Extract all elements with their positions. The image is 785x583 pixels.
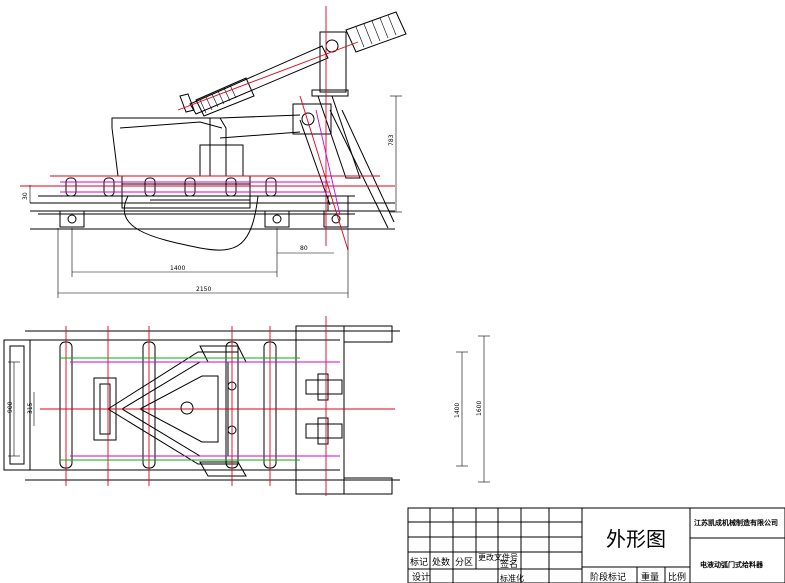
chute (107, 351, 239, 465)
dim-80: 80 (300, 245, 308, 252)
title-block (407, 507, 785, 583)
drawing-title: 外形图 (606, 527, 666, 551)
dim-900: 900 (7, 401, 14, 413)
plan-view (3, 316, 400, 496)
dim-1600: 1600 (476, 401, 483, 416)
tb-sign: 签名 (500, 558, 518, 570)
tb-change-doc: 更改文件号 (478, 552, 518, 562)
tb-count: 处数 (432, 556, 450, 568)
plan-dimensions: 900 315 1400 1600 (7, 335, 490, 483)
motor (345, 11, 407, 53)
rollers (65, 177, 277, 197)
product-name: 电液动弧门式给料器 (700, 560, 764, 569)
tb-zone: 分区 (455, 557, 473, 568)
actuator (179, 11, 407, 117)
dim-30: 30 (22, 192, 29, 200)
dim-315: 315 (27, 402, 34, 414)
tb-mark: 标记 (410, 556, 428, 568)
plan-rollers (59, 341, 277, 469)
elevation-dimensions: 30 783 1400 2150 80 (22, 95, 402, 298)
dim-1400-plan: 1400 (454, 403, 461, 418)
cable (123, 195, 259, 251)
tb-scale: 比例 (668, 571, 686, 583)
tb-weight: 重量 (641, 571, 659, 583)
tb-design: 设计 (412, 571, 430, 583)
elevation-view (20, 6, 407, 251)
dim-2150: 2150 (196, 286, 211, 293)
dim-783: 783 (388, 134, 395, 146)
hopper (111, 117, 227, 177)
tb-stage-mark: 阶段标记 (590, 571, 626, 583)
tb-standard: 标准化 (500, 573, 524, 583)
dim-1400: 1400 (170, 265, 185, 272)
company-name: 江苏凯成机械制造有限公司 (694, 518, 778, 527)
